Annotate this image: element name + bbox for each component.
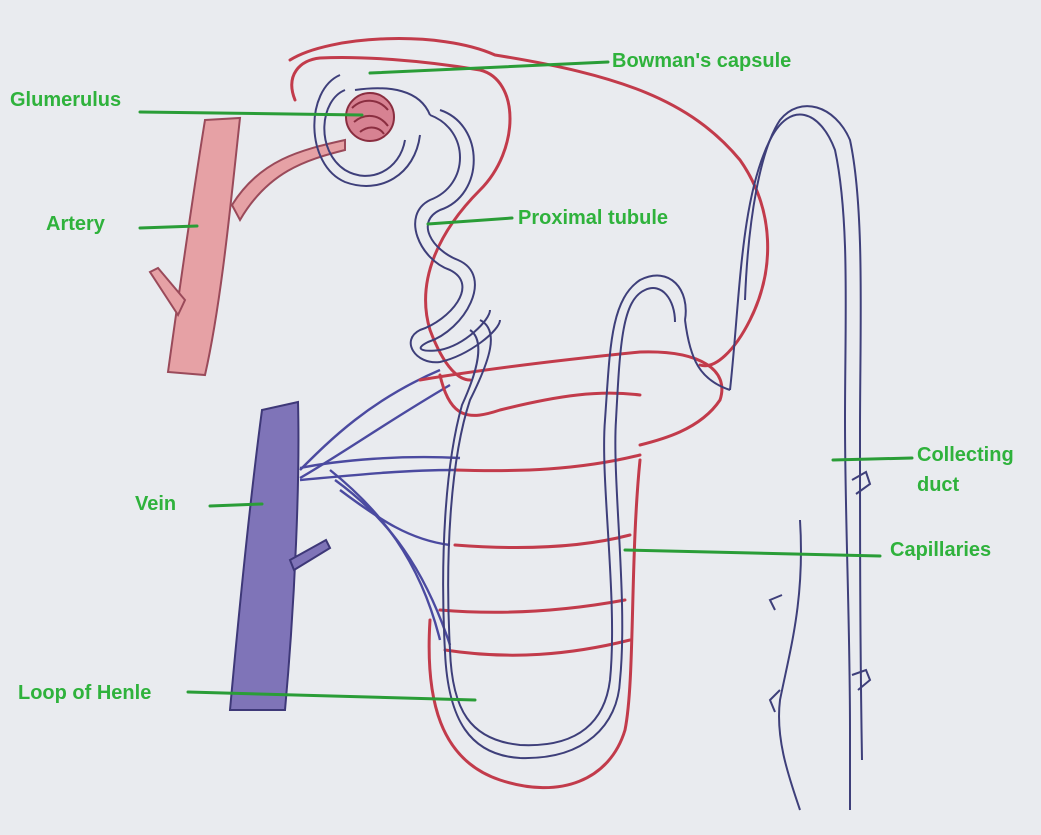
label-proximal-tubule: Proximal tubule bbox=[518, 206, 668, 230]
label-glomerulus: Glumerulus bbox=[10, 88, 121, 112]
capillary-network bbox=[290, 39, 768, 788]
leader-proximal-tubule bbox=[428, 218, 512, 224]
label-loop-of-henle: Loop of Henle bbox=[18, 681, 151, 705]
artery bbox=[150, 118, 345, 375]
glomerulus bbox=[346, 93, 394, 141]
leader-vein bbox=[210, 504, 262, 506]
collecting-duct bbox=[730, 106, 870, 810]
label-collecting-duct: Collecting duct bbox=[917, 440, 1041, 500]
vein bbox=[230, 402, 330, 710]
venous-capillaries bbox=[300, 370, 460, 645]
label-capillaries: Capillaries bbox=[890, 538, 991, 562]
leader-collecting-duct bbox=[833, 458, 912, 460]
label-artery: Artery bbox=[46, 212, 105, 236]
leader-glomerulus bbox=[140, 112, 362, 115]
leader-artery bbox=[140, 226, 197, 228]
leader-capillaries bbox=[625, 550, 880, 556]
label-bowmans-capsule: Bowman's capsule bbox=[612, 49, 791, 73]
label-vein: Vein bbox=[135, 492, 176, 516]
loop-of-henle bbox=[443, 276, 730, 759]
